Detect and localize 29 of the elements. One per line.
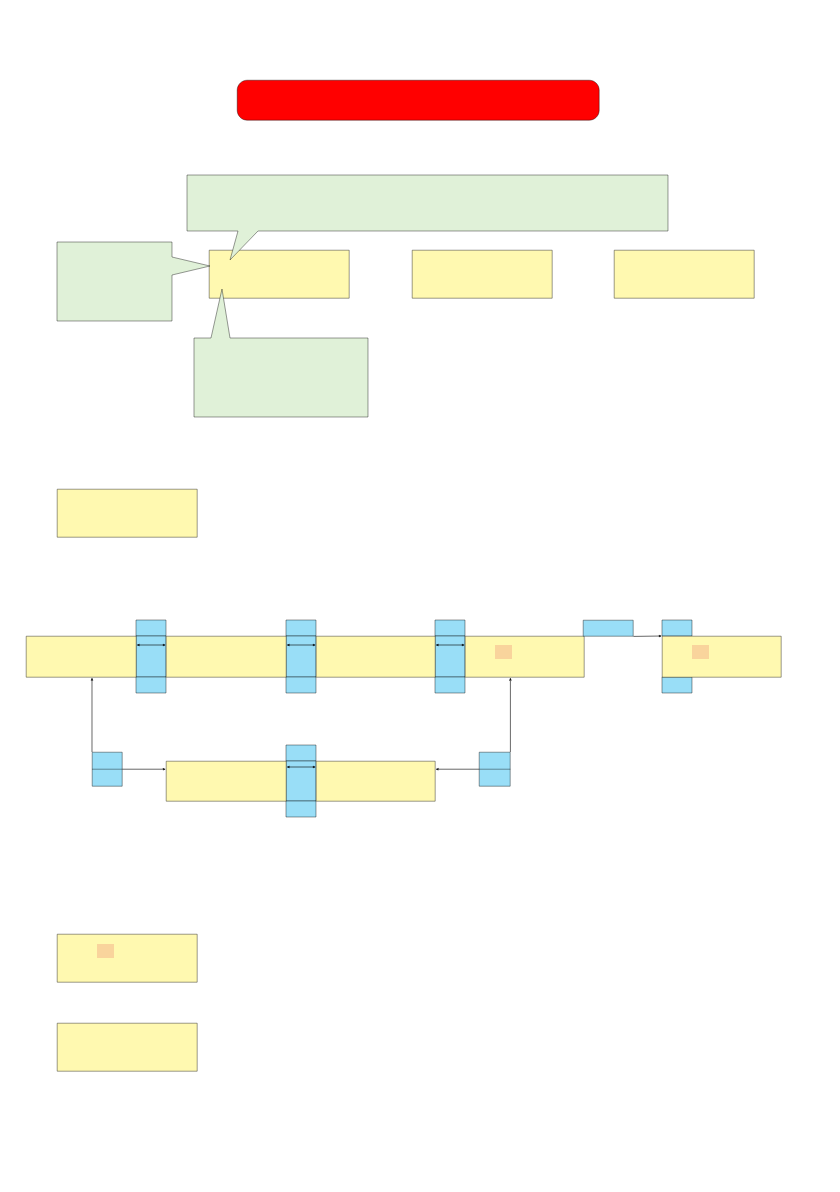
bar-segment xyxy=(26,636,137,678)
connector-block xyxy=(91,752,123,787)
arrow xyxy=(122,768,166,771)
callout-box xyxy=(186,174,669,261)
process-box xyxy=(209,250,350,299)
arrow xyxy=(286,643,316,647)
arrow xyxy=(435,643,465,647)
title-bar xyxy=(237,80,600,121)
bar-segment xyxy=(316,636,436,678)
bar-segment xyxy=(316,761,436,802)
arrow xyxy=(435,768,480,771)
arrow xyxy=(633,634,662,638)
arrow xyxy=(286,765,316,769)
arrow xyxy=(509,677,512,753)
bar-segment xyxy=(166,636,287,678)
bar-segment xyxy=(166,761,287,802)
bar-segment xyxy=(662,636,782,678)
process-box xyxy=(57,489,198,538)
arrow xyxy=(90,677,94,753)
connector-block xyxy=(583,620,634,637)
connector-block xyxy=(478,752,511,787)
process-box xyxy=(57,934,198,983)
process-box xyxy=(412,250,553,299)
bar-segment xyxy=(465,636,585,678)
callout-box xyxy=(56,241,211,322)
arrow xyxy=(136,643,166,647)
process-box xyxy=(57,1023,198,1072)
process-box xyxy=(614,250,755,299)
callout-box xyxy=(193,288,369,418)
